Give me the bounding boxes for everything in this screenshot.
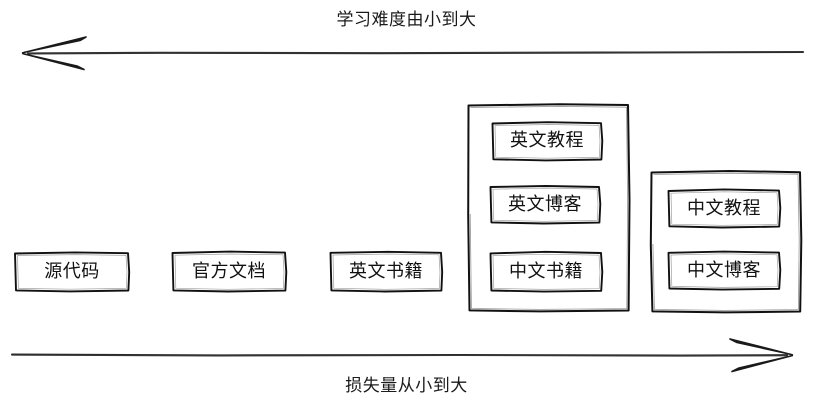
node-label-english-books: 英文书籍 xyxy=(349,261,423,282)
node-english-blog[interactable] xyxy=(490,186,601,224)
node-english-tutorial[interactable] xyxy=(492,122,603,161)
node-label-english-blog: 英文博客 xyxy=(508,194,582,215)
node-label-english-tutorial: 英文教程 xyxy=(510,130,584,151)
node-english-books[interactable] xyxy=(330,251,443,292)
node-label-chinese-books: 中文书籍 xyxy=(509,261,583,282)
node-label-official-docs: 官方文档 xyxy=(192,261,266,282)
node-label-source-code: 源代码 xyxy=(44,261,100,282)
difficulty-axis-caption: 学习难度由小到大 xyxy=(336,10,477,30)
node-chinese-tutorial[interactable] xyxy=(668,189,781,228)
loss-axis-arrow xyxy=(10,338,794,373)
node-label-chinese-blog: 中文博客 xyxy=(687,260,761,281)
difficulty-axis-arrow xyxy=(21,36,805,71)
node-source-code[interactable] xyxy=(14,252,130,292)
node-official-docs[interactable] xyxy=(172,251,287,292)
node-label-chinese-tutorial: 中文教程 xyxy=(687,198,761,219)
loss-axis-caption: 损失量从小到大 xyxy=(345,376,468,396)
node-chinese-books[interactable] xyxy=(490,251,603,292)
node-chinese-blog[interactable] xyxy=(668,251,781,290)
